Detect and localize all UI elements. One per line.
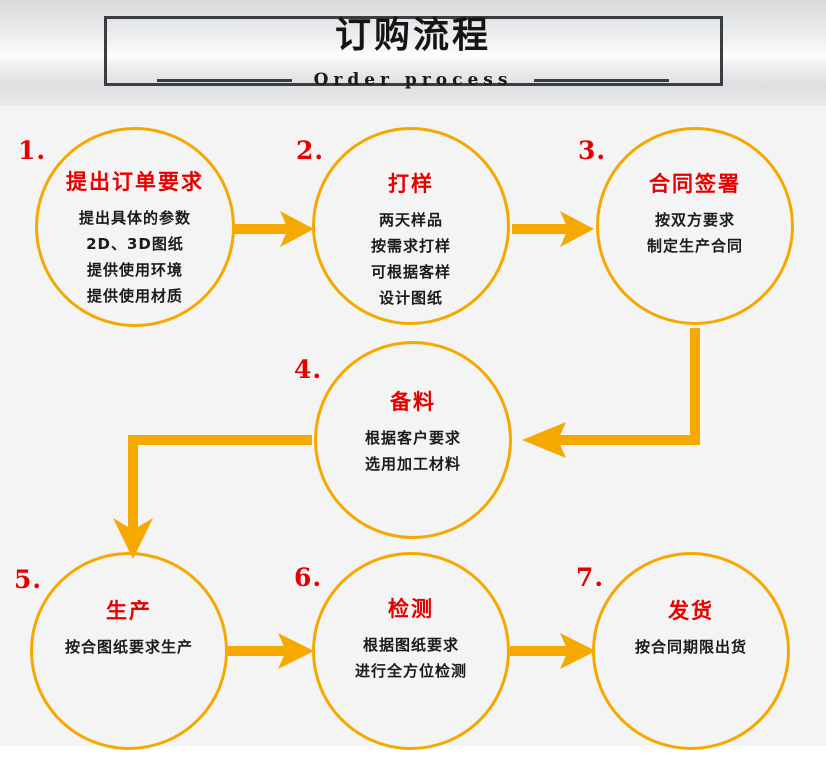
- step-circle-2[interactable]: 打样 两天样品按需求打样可根据客样设计图纸: [312, 127, 510, 325]
- step-body-line: 可根据客样: [370, 263, 451, 281]
- arrow-step1-to-step2: [228, 208, 318, 250]
- step-body-line: 提供使用材质: [86, 287, 183, 305]
- step-body-line: 制定生产合同: [646, 237, 743, 255]
- step-body-1: 提出具体的参数 2D、3D图纸提供使用环境提供使用材质: [79, 205, 191, 309]
- step-body-2: 两天样品按需求打样可根据客样设计图纸: [371, 207, 451, 311]
- arrow-step2-to-step3: [508, 208, 598, 250]
- step-title-1: 提出订单要求: [66, 170, 204, 194]
- arrow-step3-to-step4: [500, 322, 730, 472]
- step-title-5: 生产: [106, 599, 152, 623]
- step-body-line: 两天样品: [378, 211, 443, 229]
- page-title: 订购流程: [334, 15, 491, 56]
- step-circle-4[interactable]: 备料 根据客户要求选用加工材料: [314, 341, 512, 539]
- step-body-line: 按合图纸要求生产: [64, 638, 193, 656]
- step-circle-5[interactable]: 生产 按合图纸要求生产: [30, 552, 228, 750]
- step-body-4: 根据客户要求选用加工材料: [365, 425, 461, 477]
- step-circle-6[interactable]: 检测 根据图纸要求进行全方位检测: [312, 552, 510, 750]
- step-body-line: 选用加工材料: [364, 455, 461, 473]
- arrow-step4-to-step5: [100, 418, 330, 568]
- step-body-line: 按合同期限出货: [634, 638, 747, 656]
- step-body-line: 进行全方位检测: [354, 662, 467, 680]
- step-body-line: 按需求打样: [370, 237, 451, 255]
- step-number-6: 6.: [294, 563, 323, 592]
- step-number-5: 5.: [14, 565, 43, 594]
- step-body-5: 按合图纸要求生产: [65, 634, 193, 660]
- header-frame: [104, 16, 723, 86]
- step-body-line: 提出具体的参数: [78, 209, 191, 227]
- step-circle-1[interactable]: 提出订单要求 提出具体的参数 2D、3D图纸提供使用环境提供使用材质: [35, 127, 235, 327]
- step-number-1: 1.: [18, 136, 47, 165]
- step-body-line: 按双方要求: [654, 211, 735, 229]
- step-body-7: 按合同期限出货: [635, 634, 747, 660]
- header-band: 订购流程 Order process: [0, 0, 826, 106]
- step-title-7: 发货: [668, 599, 714, 623]
- step-body-line: 2D、3D图纸: [86, 235, 184, 253]
- arrow-step6-to-step7: [506, 630, 601, 672]
- header-subtitle-row: Order process: [0, 66, 826, 94]
- step-body-3: 按双方要求制定生产合同: [647, 207, 743, 259]
- step-circle-7[interactable]: 发货 按合同期限出货: [592, 552, 790, 750]
- step-title-6: 检测: [388, 597, 434, 621]
- step-number-2: 2.: [296, 136, 325, 165]
- step-body-line: 根据客户要求: [364, 429, 461, 447]
- footer-strip: [0, 746, 826, 767]
- step-title-3: 合同签署: [649, 172, 741, 196]
- arrow-step5-to-step6: [224, 630, 319, 672]
- step-title-4: 备料: [390, 390, 436, 414]
- subtitle-rule-left: [156, 78, 292, 82]
- step-number-7: 7.: [576, 563, 605, 592]
- step-title-2: 打样: [388, 172, 434, 196]
- step-body-line: 提供使用环境: [86, 261, 183, 279]
- step-number-4: 4.: [294, 355, 323, 384]
- page-subtitle: Order process: [313, 70, 513, 90]
- step-number-3: 3.: [578, 136, 607, 165]
- subtitle-rule-right: [534, 78, 670, 82]
- step-circle-3[interactable]: 合同签署 按双方要求制定生产合同: [596, 127, 794, 325]
- step-body-line: 根据图纸要求: [362, 636, 459, 654]
- step-body-6: 根据图纸要求进行全方位检测: [355, 632, 467, 684]
- step-body-line: 设计图纸: [378, 289, 443, 307]
